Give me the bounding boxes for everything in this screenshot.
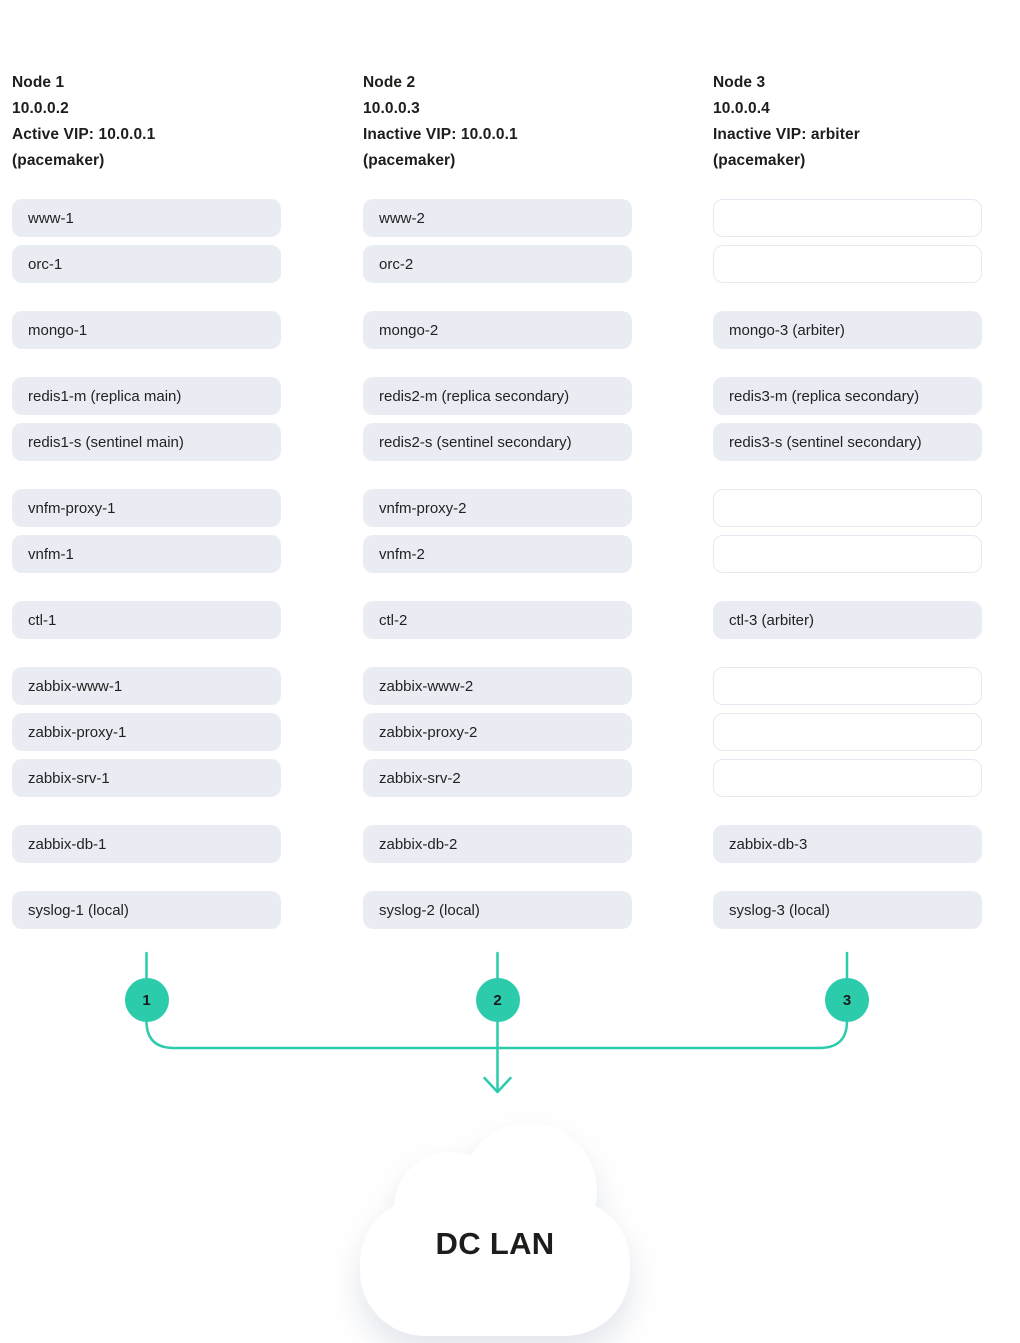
service-group: www-2 orc-2 [363,199,632,283]
cloud-label: DC LAN [435,1226,555,1261]
service-box: zabbix-proxy-2 [363,713,632,751]
service-box: vnfm-proxy-2 [363,489,632,527]
service-box: vnfm-proxy-1 [12,489,281,527]
service-box: redis1-s (sentinel main) [12,423,281,461]
service-box: zabbix-srv-1 [12,759,281,797]
service-box: ctl-3 (arbiter) [713,601,982,639]
service-group [713,199,982,283]
service-box: syslog-1 (local) [12,891,281,929]
service-group: mongo-2 [363,311,632,349]
connector-circle-2: 2 [475,978,520,1022]
empty-service-box [713,667,982,705]
service-box: zabbix-srv-2 [363,759,632,797]
service-box: zabbix-www-2 [363,667,632,705]
node-ip: 10.0.0.3 [363,100,420,117]
service-group: vnfm-proxy-2 vnfm-2 [363,489,632,573]
service-group: ctl-2 [363,601,632,639]
node-cluster: (pacemaker) [713,152,806,169]
service-box: zabbix-db-2 [363,825,632,863]
service-box: redis3-m (replica secondary) [713,377,982,415]
empty-service-box [713,245,982,283]
service-group: vnfm-proxy-1 vnfm-1 [12,489,281,573]
service-group: zabbix-db-3 [713,825,982,863]
service-box: vnfm-2 [363,535,632,573]
service-group: syslog-3 (local) [713,891,982,929]
empty-service-box [713,713,982,751]
service-box: mongo-2 [363,311,632,349]
service-group: www-1 orc-1 [12,199,281,283]
service-box: ctl-2 [363,601,632,639]
service-box: syslog-2 (local) [363,891,632,929]
service-box: syslog-3 (local) [713,891,982,929]
service-box: zabbix-www-1 [12,667,281,705]
node-ip: 10.0.0.2 [12,100,69,117]
service-box: zabbix-db-1 [12,825,281,863]
empty-service-box [713,199,982,237]
service-group: zabbix-www-1 zabbix-proxy-1 zabbix-srv-1 [12,667,281,797]
node-vip: Inactive VIP: 10.0.0.1 [363,126,518,143]
node-title: Node 2 [363,74,416,91]
node-cluster: (pacemaker) [12,152,105,169]
node-title: Node 1 [12,74,65,91]
connector-circle-3: 3 [825,978,869,1022]
empty-service-box [713,535,982,573]
node-vip: Active VIP: 10.0.0.1 [12,126,156,143]
service-box: vnfm-1 [12,535,281,573]
bracket-line [145,1019,849,1050]
service-group: redis1-m (replica main) redis1-s (sentine… [12,377,281,461]
service-box: zabbix-db-3 [713,825,982,863]
service-box: redis2-s (sentinel secondary) [363,423,632,461]
service-box: redis3-s (sentinel secondary) [713,423,982,461]
empty-service-box [713,759,982,797]
service-group: redis3-m (replica secondary) redis3-s (se… [713,377,982,461]
service-group: mongo-3 (arbiter) [713,311,982,349]
service-group: zabbix-db-1 [12,825,281,863]
service-box: zabbix-proxy-1 [12,713,281,751]
node-ip: 10.0.0.4 [713,100,770,117]
service-box: www-1 [12,199,281,237]
service-box: orc-1 [12,245,281,283]
service-group: zabbix-www-2 zabbix-proxy-2 zabbix-srv-2 [363,667,632,797]
service-box: redis1-m (replica main) [12,377,281,415]
empty-service-box [713,489,982,527]
node-cluster: (pacemaker) [363,152,456,169]
service-group: ctl-1 [12,601,281,639]
service-group: syslog-1 (local) [12,891,281,929]
service-group: ctl-3 (arbiter) [713,601,982,639]
service-box: redis2-m (replica secondary) [363,377,632,415]
service-box: mongo-1 [12,311,281,349]
service-box: www-2 [363,199,632,237]
arrow-down-icon [483,1076,512,1094]
service-group: mongo-1 [12,311,281,349]
service-box: mongo-3 (arbiter) [713,311,982,349]
service-group [713,667,982,797]
service-box: ctl-1 [12,601,281,639]
service-group [713,489,982,573]
service-group: zabbix-db-2 [363,825,632,863]
service-group: syslog-2 (local) [363,891,632,929]
node-title: Node 3 [713,74,766,91]
connector-circle-1: 1 [124,978,169,1022]
service-group: redis2-m (replica secondary) redis2-s (se… [363,377,632,461]
service-box: orc-2 [363,245,632,283]
node-vip: Inactive VIP: arbiter [713,126,860,143]
